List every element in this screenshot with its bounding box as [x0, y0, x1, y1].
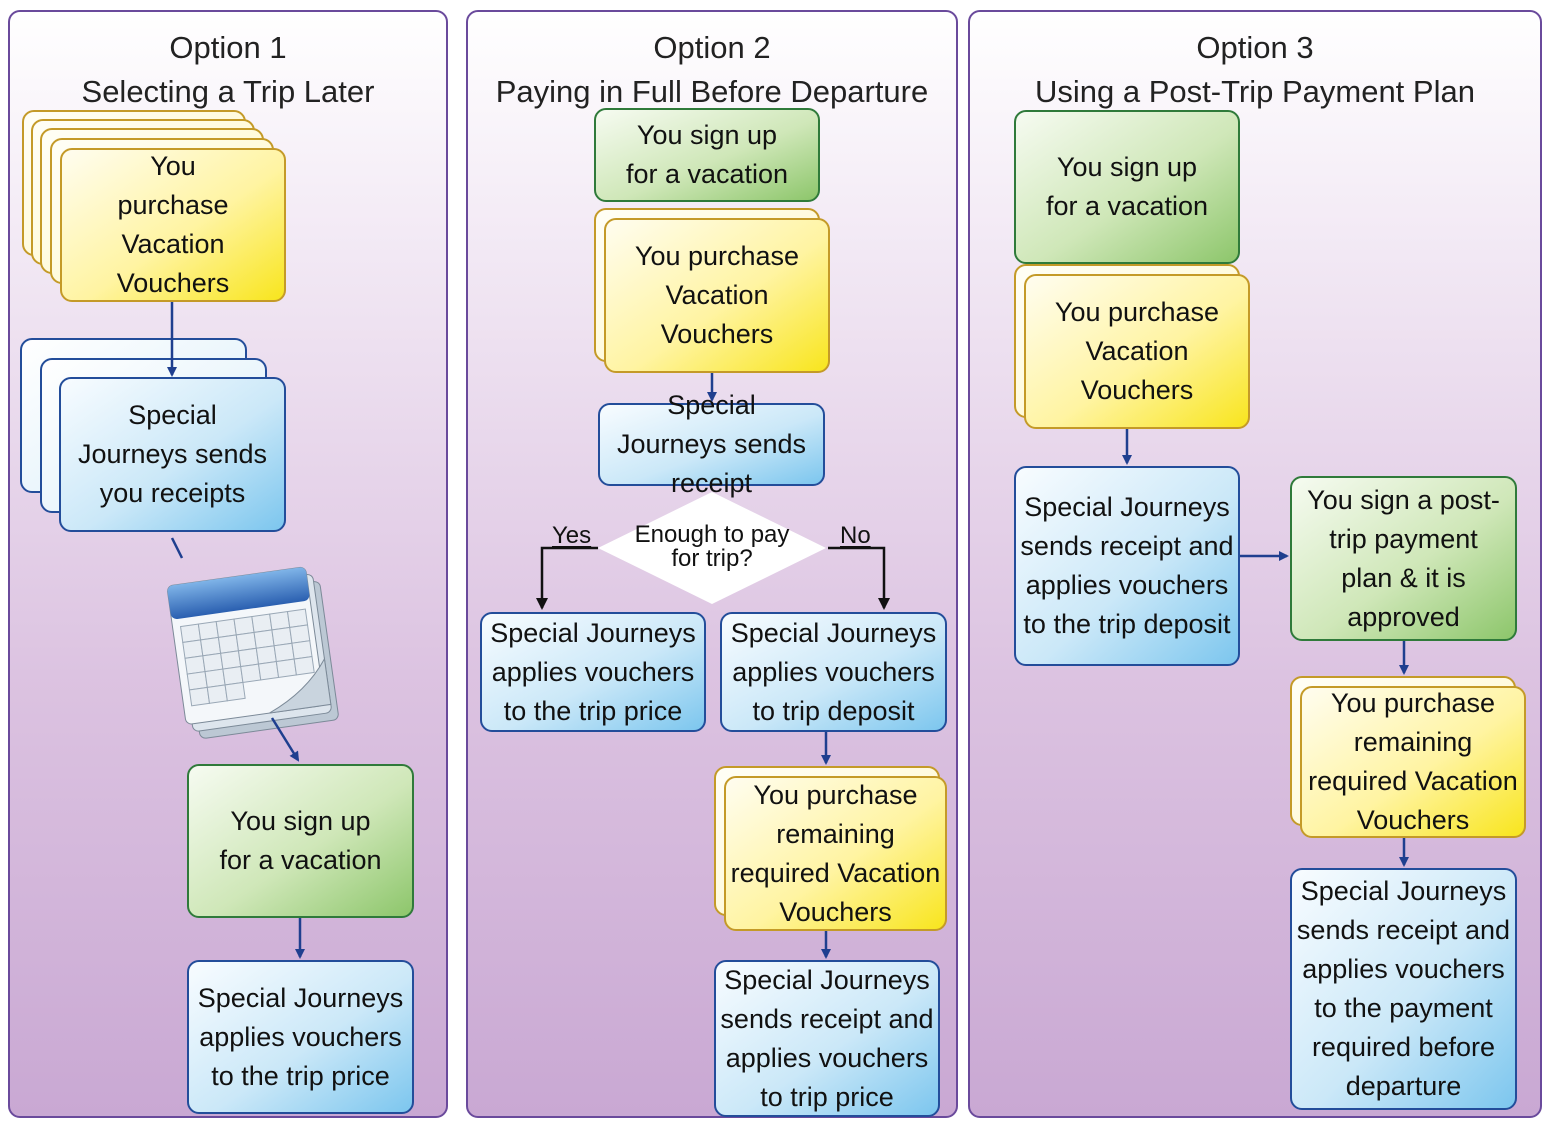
- yes-label: Yes: [552, 522, 592, 549]
- option3-receipt-deposit-box: Special Journeys sends receipt and appli…: [1014, 466, 1240, 666]
- option2-applies-price-box: Special Journeys applies vouchers to the…: [480, 612, 706, 732]
- option2-final-box: Special Journeys sends receipt and appli…: [714, 960, 940, 1117]
- option2-title: Option 2: [653, 30, 771, 65]
- option3-signup-box: You sign up for a vacation: [1014, 110, 1240, 264]
- option2-purchase-box: You purchase Vacation Vouchers: [604, 218, 830, 373]
- option3-final-box: Special Journeys sends receipt and appli…: [1290, 868, 1517, 1110]
- option2-subtitle: Paying in Full Before Departure: [495, 74, 929, 109]
- option2-signup-box: You sign up for a vacation: [594, 108, 820, 202]
- option1-signup-box: You sign up for a vacation: [187, 764, 414, 918]
- option1-title: Option 1: [169, 30, 287, 65]
- option1-subtitle: Selecting a Trip Later: [81, 74, 375, 109]
- option2-receipt-box: Special Journeys sends receipt: [598, 390, 825, 498]
- option1-purchase-box: You purchase Vacation Vouchers: [60, 148, 286, 302]
- no-label: No: [840, 522, 871, 549]
- option3-purchase-remaining-box: You purchase remaining required Vacation…: [1300, 686, 1526, 838]
- option3-title: Option 3: [1196, 30, 1314, 65]
- option3-purchase-box: You purchase Vacation Vouchers: [1024, 274, 1250, 429]
- option3-subtitle: Using a Post-Trip Payment Plan: [1035, 74, 1475, 109]
- decision-diamond: [598, 492, 826, 604]
- decision-text: Enough to pay for trip?: [634, 521, 790, 572]
- option2-purchase-remaining-box: You purchase remaining required Vacation…: [724, 776, 947, 931]
- calendar-icon: [167, 566, 339, 739]
- option1-receipts-box: Special Journeys sends you receipts: [59, 377, 286, 532]
- option3-plan-box: You sign a post-trip payment plan & it i…: [1290, 476, 1517, 641]
- option2-applies-deposit-box: Special Journeys applies vouchers to tri…: [720, 612, 947, 732]
- option1-applies-box: Special Journeys applies vouchers to the…: [187, 960, 414, 1114]
